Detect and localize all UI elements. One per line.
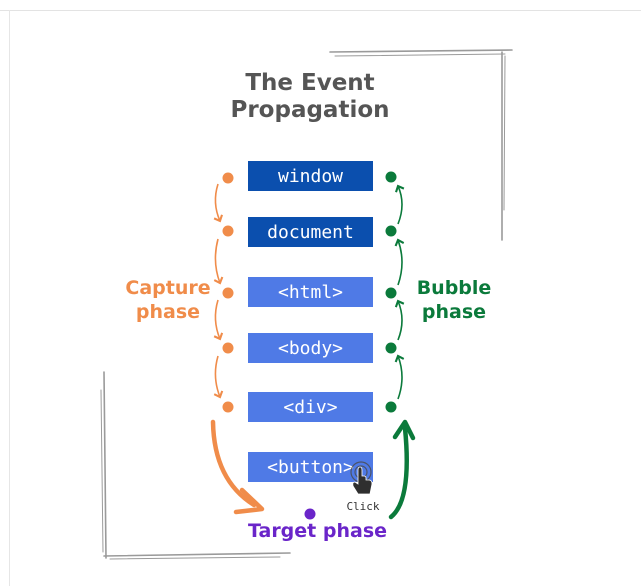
bubble-dot-body [385,342,397,354]
target-dot [304,508,316,520]
title-line-2: Propagation [230,97,390,123]
bubble-phase-label: Bubble phase [406,276,502,324]
bubble-arrow-3 [394,299,405,341]
capture-label-line-2: phase [135,301,201,323]
bubble-arrow-1 [395,184,405,225]
bubble-arrow-4 [394,354,405,400]
bubble-arrow-from-target [388,425,409,520]
capture-arrow-2 [213,238,224,285]
capture-arrow-to-target [210,419,257,508]
bubble-dot-window [385,171,397,183]
capture-arrow-3 [213,299,224,341]
frame-bottom-left-horizontal [103,552,291,557]
capture-dot-div [222,401,234,413]
capture-arrow-4 [213,355,224,399]
frame-bottom-left-vertical [103,371,107,559]
bubble-label-line-1: Bubble [416,277,492,299]
bubble-arrowhead-big [392,419,416,441]
node-body: <body> [248,333,373,363]
left-divider [9,10,10,586]
diagram-title: The Event Propagation [200,70,420,124]
bubble-dot-document [385,225,397,237]
capture-dot-window [222,172,234,184]
capture-dot-html [222,287,234,299]
hand-pointer-icon [350,461,373,495]
bubble-dot-div [385,401,397,413]
frame-top-right-horizontal [329,49,513,53]
node-document: document [248,217,373,247]
capture-arrow-1 [213,183,223,223]
node-div: <div> [248,392,373,422]
capture-arrowhead-big [233,487,265,515]
click-label: Click [346,500,380,513]
top-divider [0,10,641,11]
capture-label-line-1: Capture [125,277,211,299]
bubble-label-line-2: phase [421,301,487,323]
capture-dot-document [222,225,234,237]
bubble-arrow-2 [394,238,405,286]
capture-phase-label: Capture phase [116,276,220,324]
node-html: <html> [248,277,373,307]
title-line-1: The Event [245,70,375,96]
node-window: window [248,161,373,191]
bubble-dot-html [385,287,397,299]
target-phase-label: Target phase [247,520,388,542]
capture-dot-body [222,342,234,354]
